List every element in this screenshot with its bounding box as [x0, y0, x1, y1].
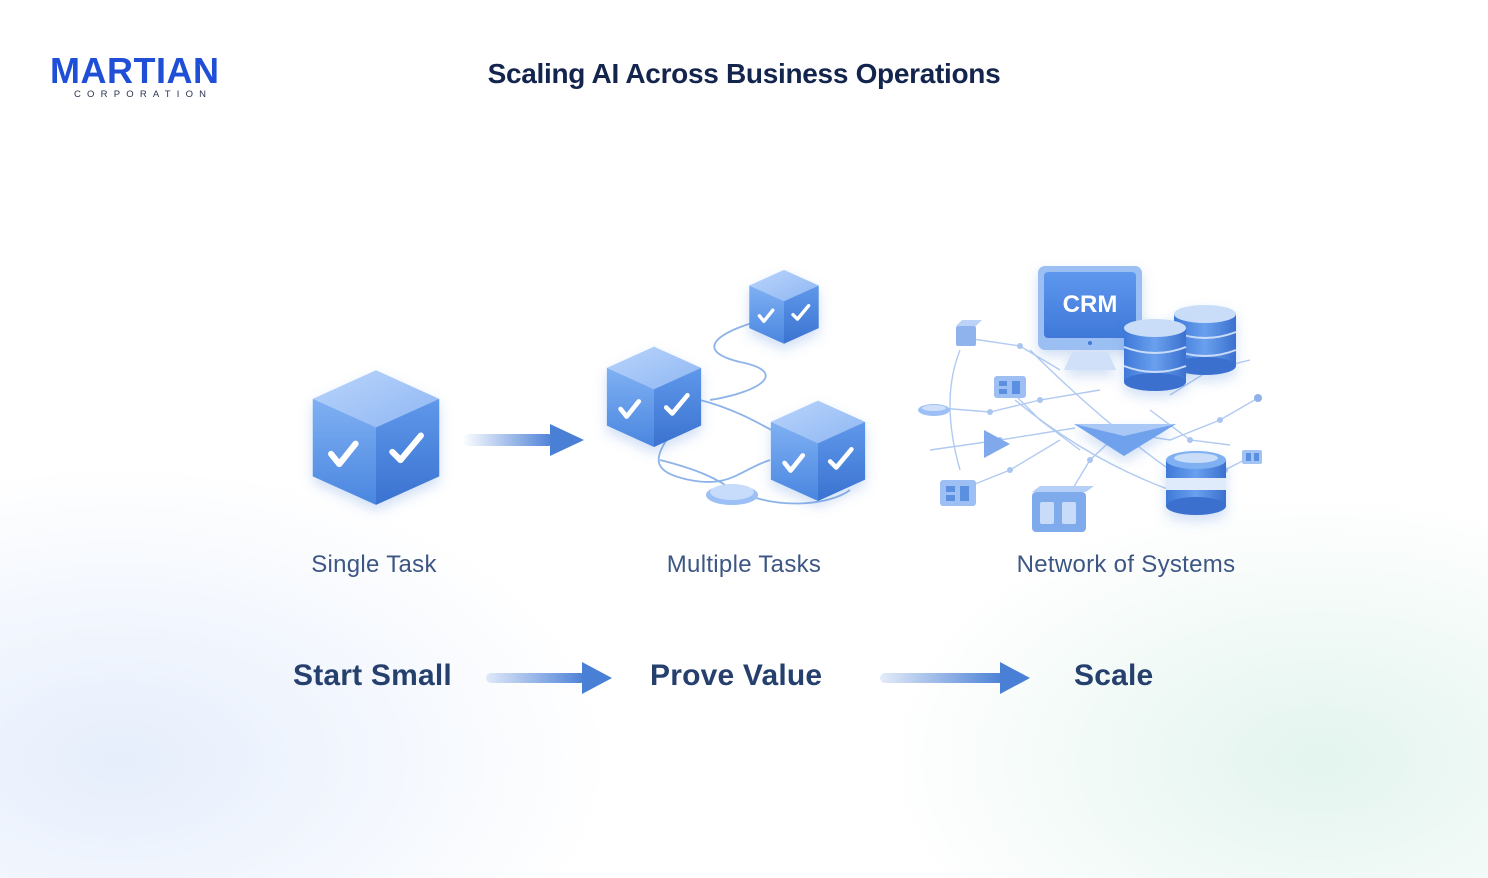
database-icon — [1166, 451, 1226, 515]
small-node-icon — [706, 484, 758, 505]
step-start-small: Start Small — [293, 659, 452, 692]
stage-label-multiple-tasks: Multiple Tasks — [666, 551, 822, 578]
crm-monitor-icon: CRM — [1038, 266, 1142, 370]
small-block-icon — [1242, 450, 1262, 464]
multi-task-cube-icon — [747, 268, 821, 346]
stage-label-network-of-systems: Network of Systems — [1016, 551, 1236, 578]
crm-label: CRM — [1063, 291, 1118, 318]
multi-task-cube-icon — [771, 401, 865, 501]
server-block-icon — [994, 376, 1026, 398]
play-icon — [984, 430, 1010, 458]
step-arrow-icon — [486, 662, 612, 694]
arrow-right-icon — [462, 424, 584, 456]
step-prove-value: Prove Value — [650, 659, 823, 692]
server-block-icon — [940, 480, 976, 506]
database-icon — [1123, 319, 1187, 391]
page-title: Scaling AI Across Business Operations — [487, 58, 1001, 89]
triangle-node-icon — [1074, 424, 1176, 456]
step-arrow-icon — [880, 662, 1030, 694]
single-task-cube-icon — [313, 370, 439, 505]
step-scale: Scale — [1074, 659, 1154, 692]
martian-logo: MARTIAN CORPORATION — [50, 53, 240, 103]
stage-label-single-task: Single Task — [311, 551, 437, 578]
logo-subtext: CORPORATION — [74, 89, 213, 100]
multi-task-cube-icon — [607, 347, 701, 447]
logo-wordmark: MARTIAN — [50, 50, 220, 91]
server-block-icon — [1032, 486, 1094, 532]
small-cube-icon — [956, 320, 982, 346]
small-pill-icon — [918, 404, 950, 416]
